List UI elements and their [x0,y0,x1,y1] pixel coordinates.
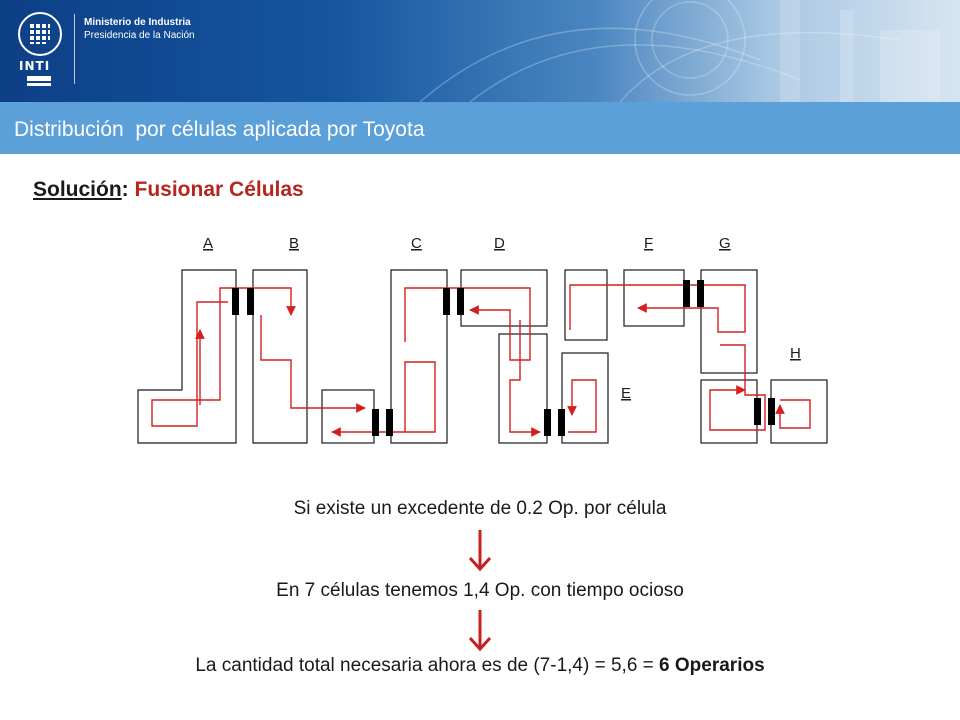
machine-de-1 [544,409,551,436]
cell-outlines [137,269,828,444]
logo-bar [27,83,51,86]
ministry-line2: Presidencia de la Nación [84,30,195,41]
cell-outline-b [252,269,308,444]
cell-outline-a [137,269,237,444]
cell-label-a: A [203,235,213,252]
cell-outline-f-wide [623,269,685,327]
flow-path-e [567,379,597,433]
machine-fg-2 [697,280,704,307]
cell-outline-d-top [460,269,548,327]
cell-outline-d-low [498,333,548,444]
machine-h-2 [768,398,775,425]
ministry-line1: Ministerio de Industria [84,17,191,28]
logo-bar [27,76,51,81]
subtitle-colon: : [121,178,129,201]
text-line-2: En 7 células tenemos 1,4 Op. con tiempo … [276,580,684,601]
machine-cd-2 [457,288,464,315]
cell-outline-g [700,269,758,374]
text-line-3-prefix: La cantidad total necesaria ahora es de … [195,655,660,676]
cell-label-h: H [790,345,801,362]
machine-c-1 [372,409,379,436]
cell-label-b: B [289,235,299,252]
cell-label-d: D [494,235,505,252]
cell-outline-c [390,269,448,444]
inti-logo-icon [18,12,62,56]
cell-label-f: F [644,235,653,252]
down-arrow-icon [468,530,492,572]
section-subtitle: Solución: Fusionar Células [33,178,304,202]
header-banner: INTI Ministerio de Industria Presidencia… [0,0,960,102]
ministry-name: Ministerio de Industria Presidencia de l… [84,16,195,42]
machine-ab-2 [247,288,254,315]
cell-label-e: E [621,385,631,402]
cell-layout-diagram: A B C D E F G H [137,235,828,444]
cell-outline-c-low [321,389,375,444]
flow-path-fg [569,284,746,333]
header-decoration [419,0,940,102]
machine-h-1 [754,398,761,425]
subtitle-key: Solución [33,178,122,201]
machine-cd-1 [443,288,450,315]
logo-text: INTI [19,59,51,73]
text-line-1: Si existe un excedente de 0.2 Op. por cé… [293,498,667,519]
machines [232,280,775,436]
header-divider [74,14,75,84]
operator-count: 6 Operarios [659,655,765,676]
machine-c-2 [386,409,393,436]
title-bar [0,102,960,154]
flow-paths [151,284,811,437]
flow-path-d-down [509,320,541,437]
cell-outline-e [561,352,609,444]
flow-path-ab [151,287,296,427]
flow-path-c [331,361,436,437]
down-arrow-icon [468,610,492,652]
cell-outline-f [564,269,608,341]
machine-ab-1 [232,288,239,315]
cell-label-g: G [719,235,731,252]
text-line-3: La cantidad total necesaria ahora es de … [0,655,960,677]
subtitle-value: Fusionar Células [134,178,304,201]
flow-path-b [260,315,366,413]
flow-path-gh [709,344,766,431]
cell-label-c: C [411,235,422,252]
flow-path-h [775,399,811,429]
flow-path-cd [404,287,531,361]
machine-fg-1 [683,280,690,307]
machine-de-2 [558,409,565,436]
page-title: Distribución por células aplicada por To… [14,118,425,141]
